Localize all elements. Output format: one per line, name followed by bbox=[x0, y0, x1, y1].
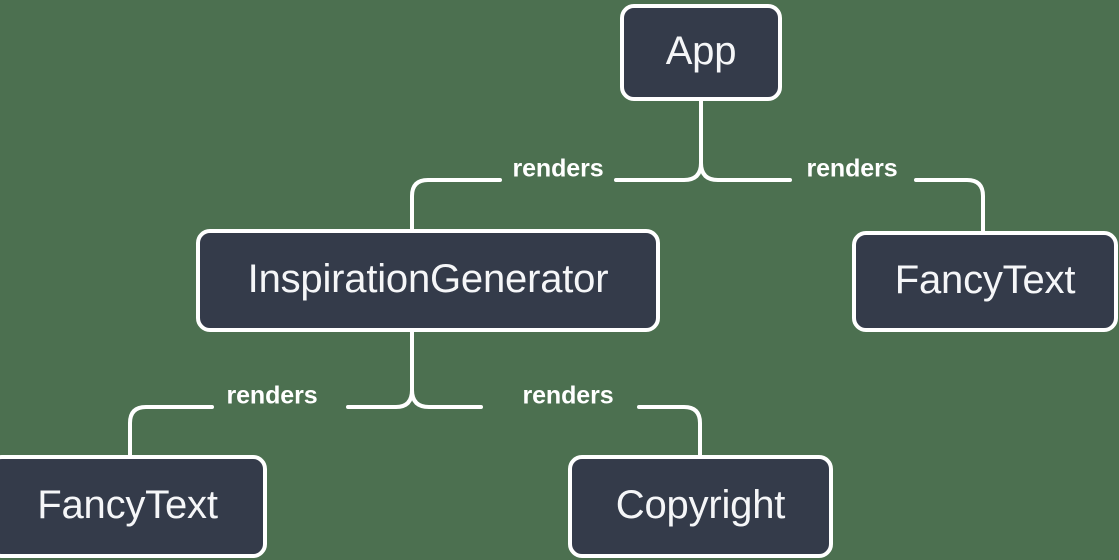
node-fancytext-left-label: FancyText bbox=[37, 483, 218, 527]
edge-label-app-to-fancytext-right: renders bbox=[806, 154, 898, 183]
node-inspiration-generator[interactable]: InspirationGenerator bbox=[196, 229, 660, 332]
node-copyright[interactable]: Copyright bbox=[568, 455, 833, 558]
edge-app-to-fancytext-right bbox=[699, 161, 985, 233]
edge-label-app-to-inspiration-generator: renders bbox=[512, 154, 604, 183]
node-fancytext-right[interactable]: FancyText bbox=[852, 231, 1118, 332]
node-fancytext-right-label: FancyText bbox=[894, 258, 1076, 302]
node-fancytext-left[interactable]: FancyText bbox=[0, 455, 267, 558]
edge-label-inspiration-generator-to-copyright: renders bbox=[522, 381, 614, 410]
node-inspiration-generator-label: InspirationGenerator bbox=[247, 257, 609, 301]
node-app[interactable]: App bbox=[620, 4, 782, 101]
node-copyright-label: Copyright bbox=[615, 483, 786, 527]
edge-inspiration-generator-to-copyright bbox=[410, 388, 702, 457]
edge-label-inspiration-generator-to-fancytext-left: renders bbox=[226, 381, 318, 410]
node-app-label: App bbox=[665, 29, 737, 73]
